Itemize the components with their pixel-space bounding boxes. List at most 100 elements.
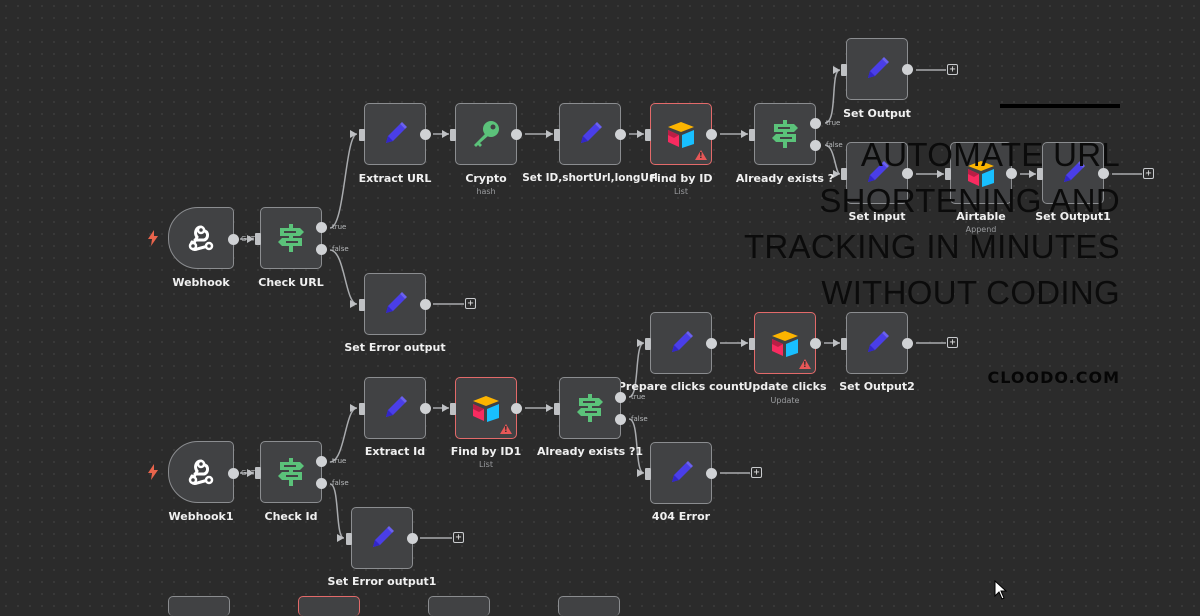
output-port[interactable] xyxy=(706,468,717,479)
node-label: Set Output xyxy=(843,107,911,120)
output-port[interactable] xyxy=(1098,168,1109,179)
warning-icon[interactable] xyxy=(500,424,512,434)
output-port[interactable] xyxy=(420,129,431,140)
input-port[interactable] xyxy=(359,299,365,311)
node-partial[interactable] xyxy=(168,596,230,616)
input-port[interactable] xyxy=(1037,168,1043,180)
input-port[interactable] xyxy=(645,129,651,141)
input-port[interactable] xyxy=(255,233,261,245)
output-port[interactable] xyxy=(615,129,626,140)
port-label-true: true xyxy=(332,457,347,465)
output-port[interactable] xyxy=(420,299,431,310)
output-port[interactable] xyxy=(902,168,913,179)
input-port[interactable] xyxy=(945,168,951,180)
signpost-icon xyxy=(573,391,607,425)
input-port[interactable] xyxy=(450,129,456,141)
port-label-false: false xyxy=(826,141,843,149)
input-port[interactable] xyxy=(359,129,365,141)
output-port[interactable] xyxy=(810,338,821,349)
output-port-false[interactable] xyxy=(316,244,327,255)
node-prepare-clicks[interactable] xyxy=(645,312,717,374)
node-label: Extract Id xyxy=(364,445,426,458)
node-subtitle: List xyxy=(674,187,688,196)
output-port[interactable] xyxy=(902,64,913,75)
add-node-button[interactable]: + xyxy=(751,467,762,478)
pencil-icon xyxy=(860,52,894,86)
node-set-error-output1[interactable] xyxy=(346,507,418,569)
node-find-by-id[interactable] xyxy=(645,103,717,165)
add-node-button[interactable]: + xyxy=(453,532,464,543)
output-port[interactable] xyxy=(1006,168,1017,179)
output-port-true[interactable] xyxy=(615,392,626,403)
output-port[interactable] xyxy=(511,403,522,414)
node-label: Check URL xyxy=(258,276,324,289)
warning-icon[interactable] xyxy=(799,359,811,369)
node-set-output[interactable] xyxy=(841,38,913,100)
input-port[interactable] xyxy=(359,403,365,415)
node-set-id[interactable] xyxy=(554,103,626,165)
node-label: Find by ID1 xyxy=(450,445,522,458)
node-subtitle: List xyxy=(479,460,493,469)
node-label: Set ID,shortUrl,longUrl xyxy=(522,172,658,184)
node-check-url[interactable] xyxy=(255,207,327,269)
signpost-icon xyxy=(274,221,308,255)
add-node-button[interactable]: + xyxy=(947,64,958,75)
input-port[interactable] xyxy=(645,468,651,480)
node-label: Update clicks xyxy=(743,380,827,393)
node-partial[interactable] xyxy=(428,596,490,616)
node-partial[interactable] xyxy=(298,596,360,616)
pencil-icon xyxy=(365,521,399,555)
input-port[interactable] xyxy=(554,129,560,141)
input-port[interactable] xyxy=(841,64,847,76)
node-404-error[interactable] xyxy=(645,442,717,504)
output-port[interactable] xyxy=(228,234,239,245)
node-update-clicks[interactable] xyxy=(749,312,821,374)
input-port[interactable] xyxy=(346,533,352,545)
add-node-button[interactable]: + xyxy=(947,337,958,348)
node-set-output1[interactable] xyxy=(1037,142,1109,204)
node-webhook1[interactable] xyxy=(168,441,239,503)
output-port-false[interactable] xyxy=(316,478,327,489)
node-already-exists[interactable] xyxy=(749,103,821,165)
input-port[interactable] xyxy=(841,168,847,180)
output-port-true[interactable] xyxy=(316,456,327,467)
node-label: Crypto xyxy=(465,172,507,185)
input-port[interactable] xyxy=(255,467,261,479)
output-port[interactable] xyxy=(706,338,717,349)
output-port[interactable] xyxy=(706,129,717,140)
input-port[interactable] xyxy=(749,338,755,350)
signpost-icon xyxy=(274,455,308,489)
add-node-button[interactable]: + xyxy=(465,298,476,309)
title-accent-bar xyxy=(1000,104,1120,108)
input-port[interactable] xyxy=(645,338,651,350)
input-port[interactable] xyxy=(841,338,847,350)
node-set-output2[interactable] xyxy=(841,312,913,374)
node-partial[interactable] xyxy=(558,596,620,616)
output-port-true[interactable] xyxy=(316,222,327,233)
input-port[interactable] xyxy=(450,403,456,415)
output-port[interactable] xyxy=(228,468,239,479)
warning-icon[interactable] xyxy=(695,150,707,160)
node-webhook[interactable] xyxy=(168,207,239,269)
node-extract-id[interactable] xyxy=(359,377,431,439)
output-port[interactable] xyxy=(420,403,431,414)
output-port-false[interactable] xyxy=(615,414,626,425)
node-find-by-id1[interactable] xyxy=(450,377,522,439)
output-port[interactable] xyxy=(902,338,913,349)
node-airtable[interactable] xyxy=(945,142,1017,204)
output-port[interactable] xyxy=(511,129,522,140)
node-already-exists1[interactable] xyxy=(554,377,626,439)
node-set-input[interactable] xyxy=(841,142,913,204)
node-crypto[interactable] xyxy=(450,103,522,165)
add-node-button[interactable]: + xyxy=(1143,168,1154,179)
trigger-bolt-icon xyxy=(148,464,158,480)
port-label-false: false xyxy=(631,415,648,423)
input-port[interactable] xyxy=(554,403,560,415)
output-port[interactable] xyxy=(407,533,418,544)
node-set-error-output[interactable] xyxy=(359,273,431,335)
input-port[interactable] xyxy=(749,129,755,141)
output-port-true[interactable] xyxy=(810,118,821,129)
node-extract-url[interactable] xyxy=(359,103,431,165)
output-port-false[interactable] xyxy=(810,140,821,151)
node-check-id[interactable] xyxy=(255,441,327,503)
